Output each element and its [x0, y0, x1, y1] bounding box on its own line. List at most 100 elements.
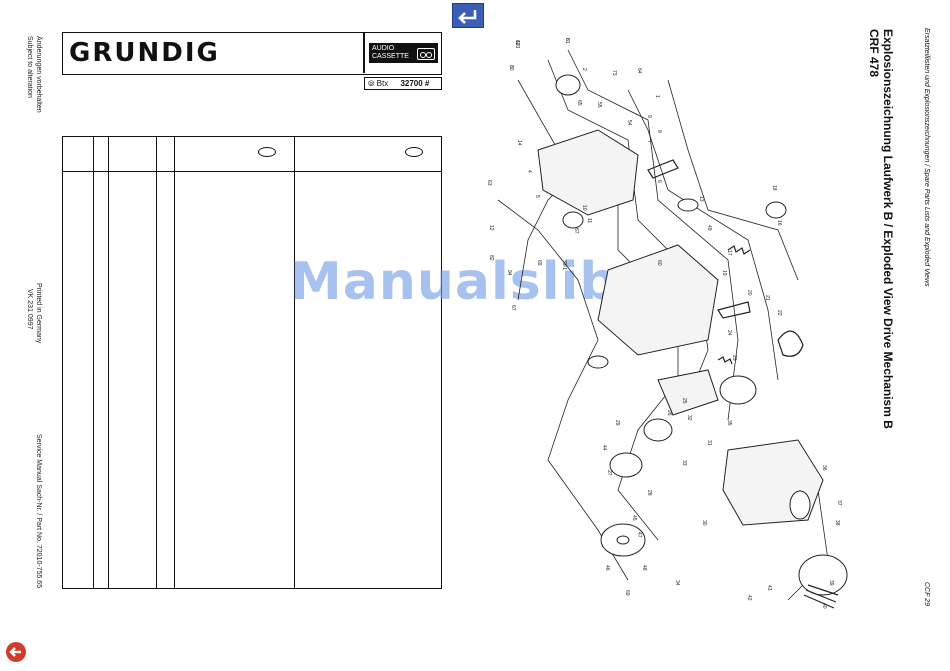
part-number-label: 3 [508, 65, 514, 68]
header-divider [363, 33, 365, 73]
part-number-label: 54 [626, 120, 632, 126]
part-number-label: 18 [771, 185, 777, 191]
part-number-label: 24 [726, 330, 732, 336]
part-number-label: 67 [573, 228, 579, 234]
leader-line [497, 199, 629, 581]
service-manual-part-no: Service Manual Sach-Nr. / Part No. 72010… [35, 434, 42, 589]
page-title-block: Explosionszeichnung Laufwerk B / Explode… [867, 29, 895, 429]
leader-line [547, 59, 709, 401]
felt-disc [677, 198, 699, 212]
part-number-label: 2 [581, 68, 587, 71]
part-number-label: 17 [726, 250, 732, 256]
exploded-view-diagram: 6236126564551985476131445101112638267699… [486, 38, 848, 609]
head-block [657, 369, 719, 416]
table-column-line [156, 137, 157, 588]
part-number-label: 42 [746, 595, 752, 601]
page-number: CCF 29 [923, 582, 930, 606]
part-number-label: 55 [596, 102, 602, 108]
part-number-label: 94 [506, 270, 512, 276]
part-number-label: 46 [604, 565, 610, 571]
part-number-label: 44 [601, 445, 607, 451]
gear [562, 211, 584, 229]
btx-value: 32700 # [400, 79, 430, 88]
return-button[interactable] [452, 3, 484, 28]
part-number-label: 26 [666, 410, 672, 416]
reel-disc [643, 418, 673, 442]
motor-pulley [789, 490, 811, 520]
part-number-label: 21 [764, 295, 770, 301]
part-number-label: 40 [821, 603, 827, 609]
btx-label: Btx [376, 79, 389, 88]
back-arrow-icon [9, 647, 21, 657]
part-number-label: 38 [834, 520, 840, 526]
reel-disc [609, 452, 643, 478]
part-number-label: 16 [776, 220, 782, 226]
cassette-icon [417, 48, 435, 60]
badge-line-1: AUDIO [372, 45, 395, 52]
spring [717, 356, 733, 365]
part-number-label: 6 [656, 180, 662, 183]
alteration-note-de: Änderungen vorbehalten [35, 36, 42, 113]
part-number-label: 103 [514, 40, 520, 49]
part-number-label: 69 [624, 590, 630, 596]
chassis-plate-main [597, 244, 719, 356]
part-number-label: 37 [836, 500, 842, 506]
part-number-label: 60 [656, 260, 662, 266]
motor-body [798, 554, 848, 596]
part-number-label: 45 [631, 515, 637, 521]
part-number-label: 30 [701, 520, 707, 526]
print-code: VK 231 0997 [26, 289, 33, 330]
parts-list-table [62, 136, 442, 589]
part-number-label: 49 [706, 225, 712, 231]
part-number-label: 20 [746, 290, 752, 296]
part-number-label: 33 [681, 460, 687, 466]
part-number-label: 69 [536, 260, 542, 266]
part-number-label: 13 [698, 196, 704, 202]
grundig-logo: GRUNDIG [69, 38, 220, 68]
felt-disc [587, 355, 609, 369]
part-number-label: 1 [654, 95, 660, 98]
spring [727, 245, 751, 255]
reel-disc [719, 375, 757, 405]
part-number-label: 62 [514, 40, 520, 46]
part-number-label: 8 [656, 130, 662, 133]
audio-cassette-badge: AUDIO CASSETTE [369, 43, 438, 63]
part-number-label: 4 [526, 170, 532, 173]
part-number-label: 28 [646, 490, 652, 496]
model-number: CRF 478 [867, 29, 881, 78]
part-number-label: 22 [776, 310, 782, 316]
part-number-label: 7 [646, 140, 652, 143]
part-number-label: 10 [581, 205, 587, 211]
part-number-label: 67 [510, 305, 516, 311]
part-number-label: 29 [614, 420, 620, 426]
part-number-label: 25 [681, 398, 687, 404]
return-arrow-icon [458, 10, 477, 24]
part-number-label: 11 [586, 218, 592, 223]
part-number-label: 36 [821, 465, 827, 471]
gear [555, 74, 581, 96]
print-note: Printed in Germany VK 231 0997 [25, 283, 43, 343]
page-title: Explosionszeichnung Laufwerk B / Explode… [881, 29, 895, 429]
part-number-label: 63 [486, 180, 492, 186]
printed-in: Printed in Germany [35, 283, 42, 344]
btx-reference: ⦾ Btx 32700 # [364, 77, 442, 90]
part-number-label: 19 [721, 270, 727, 276]
table-column-line [294, 137, 295, 588]
leader-line [567, 49, 739, 421]
part-number-note: Service Manual Sach-Nr. / Part No. 72010… [34, 434, 43, 588]
part-number-label: 33-1 [561, 260, 567, 270]
lever-arm [647, 159, 679, 179]
back-button[interactable] [6, 642, 26, 662]
drive-belt [777, 330, 804, 357]
header-oval-mark [405, 147, 423, 157]
part-number-label: 64 [636, 68, 642, 74]
chassis-plate-upper [537, 129, 639, 216]
part-number-label: 14 [516, 140, 522, 146]
btx-icon: ⦾ [368, 79, 375, 88]
part-number-label: 34 [674, 580, 680, 586]
part-number-label: 43 [766, 585, 772, 591]
pulley-wheel [765, 201, 787, 219]
part-number-label: 27 [606, 470, 612, 476]
part-number-label: 39 [828, 580, 834, 586]
part-number-label: 80 [508, 65, 514, 71]
